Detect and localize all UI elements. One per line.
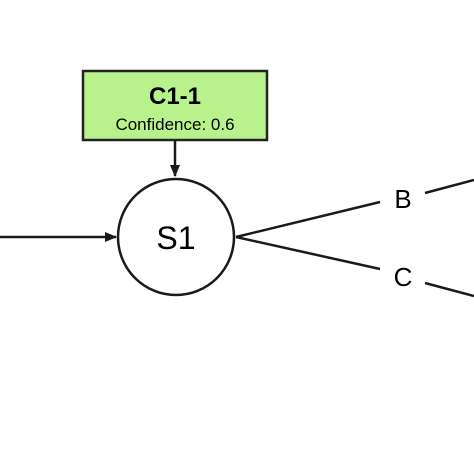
edge-b-line-inner: [235, 200, 381, 239]
callout-subtitle: Confidence: 0.6: [115, 115, 234, 134]
callout-title: C1-1: [149, 83, 201, 110]
edge-c-line-outer: [424, 281, 474, 298]
state-node-s1[interactable]: S1: [116, 177, 236, 297]
edge-c-line-inner: [235, 235, 381, 271]
state-circle: [116, 177, 236, 297]
edge-b-label[interactable]: B: [394, 184, 411, 214]
callout-box[interactable]: C1-1 Confidence: 0.6: [81, 69, 269, 142]
edge-c-label[interactable]: C: [394, 262, 413, 292]
state-label: S1: [156, 220, 195, 256]
edge-b-line-outer: [424, 178, 474, 195]
